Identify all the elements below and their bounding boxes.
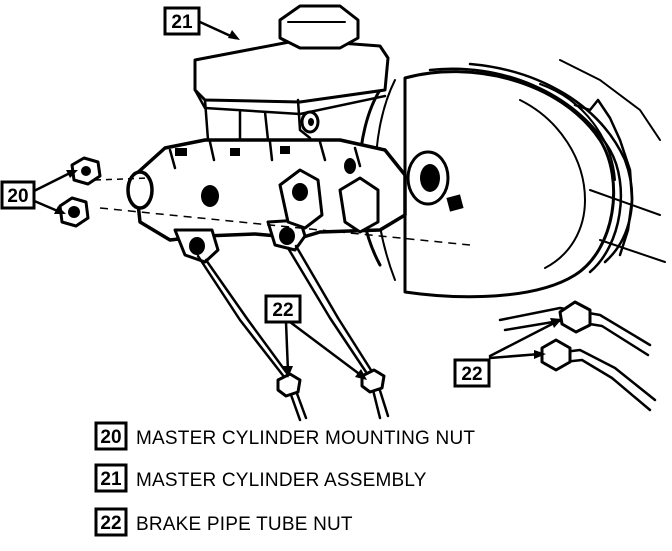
legend-item-label: BRAKE PIPE TUBE NUT [136, 514, 353, 535]
callout-22-lower: 22 [453, 358, 491, 388]
legend-item-label: MASTER CYLINDER MOUNTING NUT [136, 428, 475, 449]
legend-item-number: 20 [100, 427, 121, 448]
brake-pipes-right [498, 300, 657, 412]
legend-item: 20 MASTER CYLINDER MOUNTING NUT [94, 421, 475, 451]
callout-21-label: 21 [171, 12, 193, 33]
legend: 20 MASTER CYLINDER MOUNTING NUT 21 MASTE… [94, 421, 475, 537]
callout-22-lower-label: 22 [461, 364, 482, 385]
reservoir [193, 4, 390, 144]
mounting-nut-lower [58, 196, 90, 228]
leader-lines [30, 20, 562, 380]
brake-pipes-left [196, 244, 390, 422]
legend-item: 21 MASTER CYLINDER ASSEMBLY [94, 463, 427, 493]
callout-21: 21 [163, 6, 201, 36]
master-cylinder-body [94, 138, 471, 264]
legend-item-label: MASTER CYLINDER ASSEMBLY [136, 470, 427, 491]
legend-item-number: 21 [100, 469, 122, 490]
callout-22-upper-label: 22 [272, 300, 293, 321]
callout-20: 20 [0, 180, 36, 210]
mounting-nut-upper [70, 156, 102, 186]
legend-item: 22 BRAKE PIPE TUBE NUT [94, 507, 353, 537]
callout-22-upper: 22 [264, 294, 302, 324]
callout-20-label: 20 [7, 186, 28, 207]
legend-item-number: 22 [100, 513, 121, 534]
